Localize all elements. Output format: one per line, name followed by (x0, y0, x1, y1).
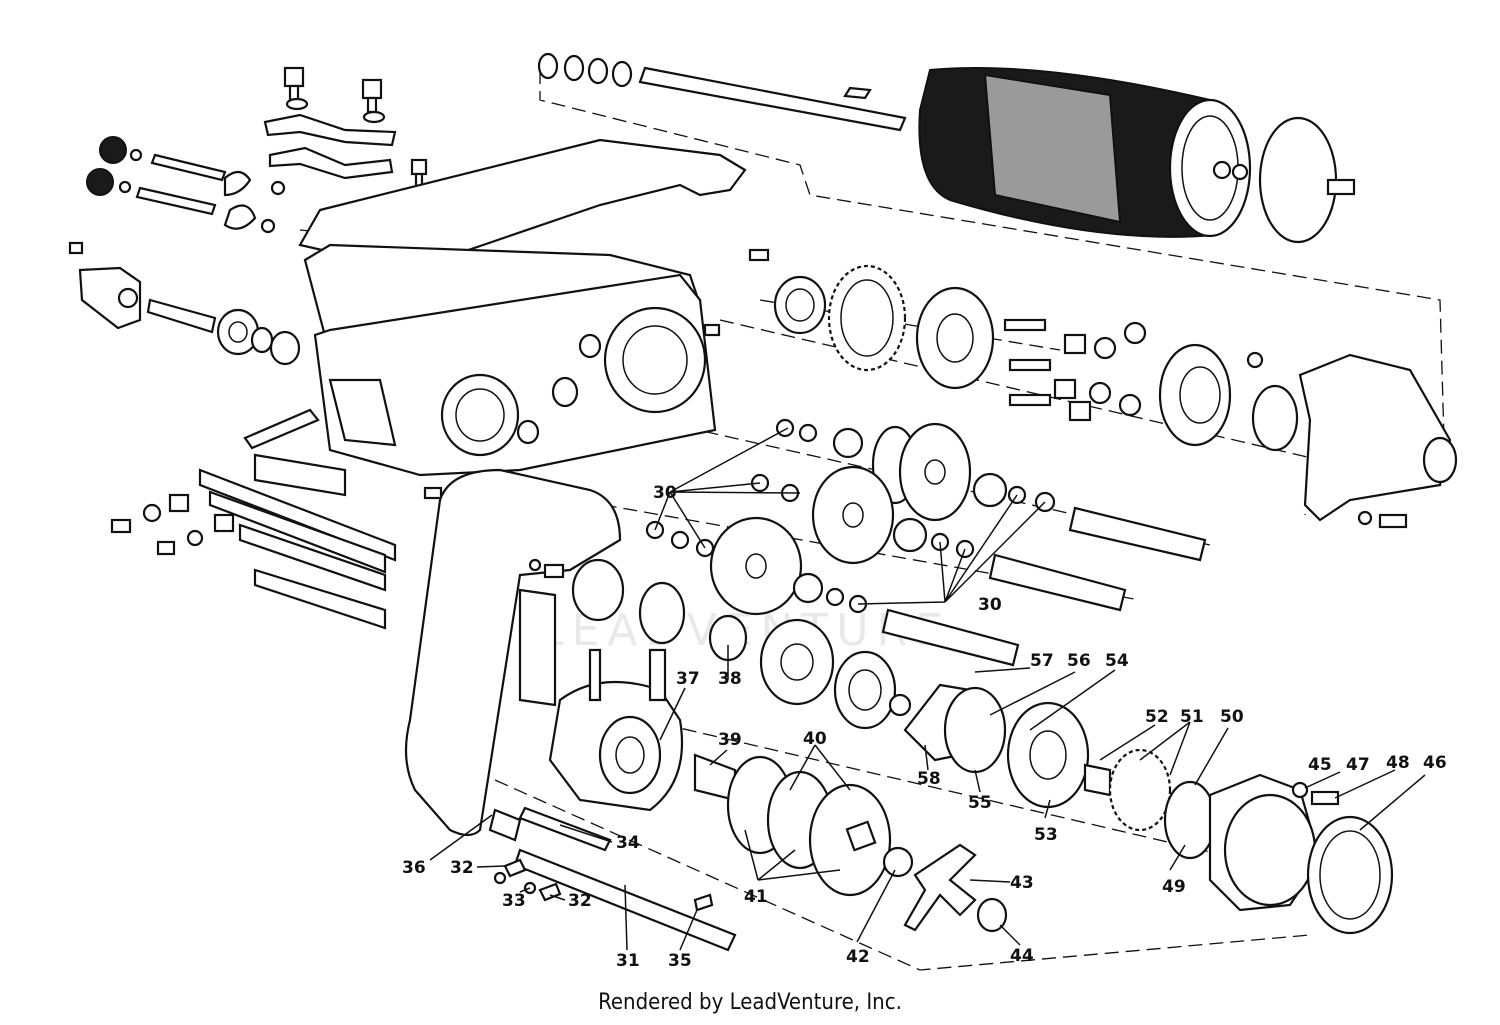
upper-gear-cluster (748, 248, 1458, 529)
callout-40: 40 (803, 729, 827, 749)
callout-56: 56 (1067, 651, 1091, 671)
selector-rods-group (86, 136, 286, 234)
input-shaft-group (68, 241, 301, 366)
callout-55: 55 (968, 793, 992, 813)
callout-46: 46 (1423, 753, 1447, 773)
linkage-plates (110, 486, 443, 630)
callout-37: 37 (676, 669, 700, 689)
callout-39: 39 (718, 730, 742, 750)
callout-35: 35 (668, 951, 692, 971)
side-cover (404, 468, 622, 837)
callout-50: 50 (1220, 707, 1244, 727)
callout-30a: 30 (653, 483, 677, 503)
callout-53: 53 (1034, 825, 1058, 845)
clutch-assembly (548, 558, 1008, 933)
callout-52: 52 (1145, 707, 1169, 727)
top-cover-plate-group (263, 66, 428, 190)
callout-48: 48 (1386, 753, 1410, 773)
callout-32a: 32 (450, 858, 474, 878)
callout-34: 34 (616, 833, 640, 853)
callout-54: 54 (1105, 651, 1129, 671)
callout-57: 57 (1030, 651, 1054, 671)
callout-58: 58 (917, 769, 941, 789)
callout-labels: 30 30 31 32 32 33 34 35 36 37 38 39 40 4… (402, 483, 1447, 971)
callout-42: 42 (846, 947, 870, 967)
callout-33: 33 (502, 891, 526, 911)
callout-36: 36 (402, 858, 426, 878)
callout-51: 51 (1180, 707, 1204, 727)
callout-30b: 30 (978, 595, 1002, 615)
callout-32b: 32 (568, 891, 592, 911)
gearbox-housing (198, 138, 747, 562)
callout-43: 43 (1010, 873, 1034, 893)
footer-credit: Rendered by LeadVenture, Inc. (598, 990, 902, 1015)
callout-49: 49 (1162, 877, 1186, 897)
callout-31: 31 (616, 951, 640, 971)
callout-45: 45 (1308, 755, 1332, 775)
callout-44: 44 (1010, 946, 1034, 966)
callout-47: 47 (1346, 755, 1370, 775)
callout-41: 41 (744, 887, 768, 907)
callout-38: 38 (718, 669, 742, 689)
rear-bearing-group (903, 683, 1394, 935)
middle-gear-cluster (645, 323, 1207, 667)
drum-shaft-group (537, 52, 1356, 244)
lower-shaft-group (488, 806, 737, 952)
leader-lines (429, 427, 1426, 951)
